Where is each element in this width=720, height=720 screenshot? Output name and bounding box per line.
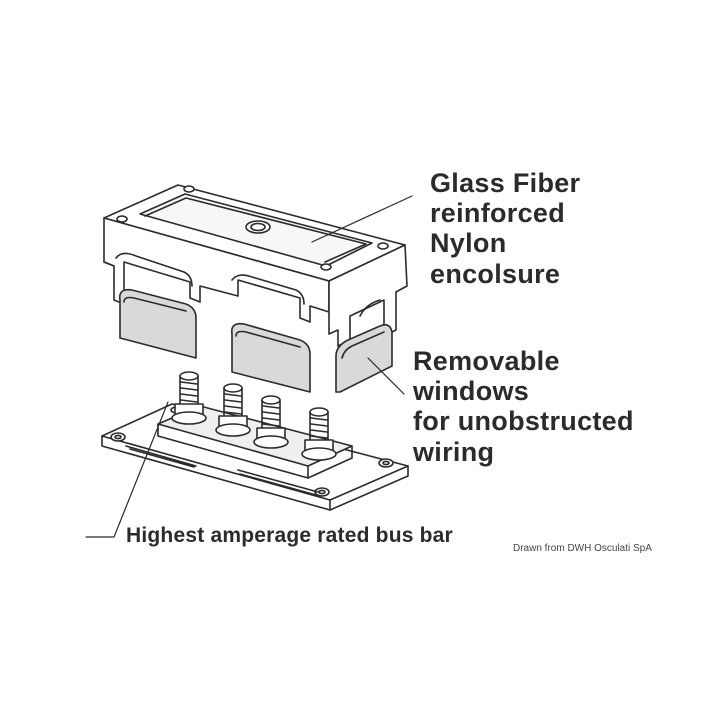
windows-callout: Removable windows for unobstructed wirin… (413, 346, 634, 467)
windows-callout-line-1: Removable (413, 346, 560, 376)
enclosure-callout-line-4: encolsure (430, 258, 561, 289)
base-plate (101, 403, 409, 511)
enclosure-callout-line-2: reinforced (430, 198, 566, 229)
windows-callout-line-2: windows (413, 376, 530, 407)
leader-lines (85, 195, 413, 538)
busbar-callout: Highest amperage rated bus bar (126, 524, 453, 547)
enclosure-callout-line-3: Nylon (430, 228, 507, 259)
drawing-credit: Drawn from DWH Osculati SpA (513, 543, 652, 554)
enclosure-callout: Glass Fiber reinforced Nylon encolsure (430, 168, 580, 289)
enclosure-cover (103, 184, 408, 347)
windows-callout-line-4: wiring (413, 436, 495, 467)
windows-callout-line-3: for unobstructed (413, 406, 634, 437)
enclosure-callout-line-1: Glass Fiber (430, 168, 581, 198)
terminal-studs (171, 371, 337, 461)
removable-windows (118, 288, 393, 393)
